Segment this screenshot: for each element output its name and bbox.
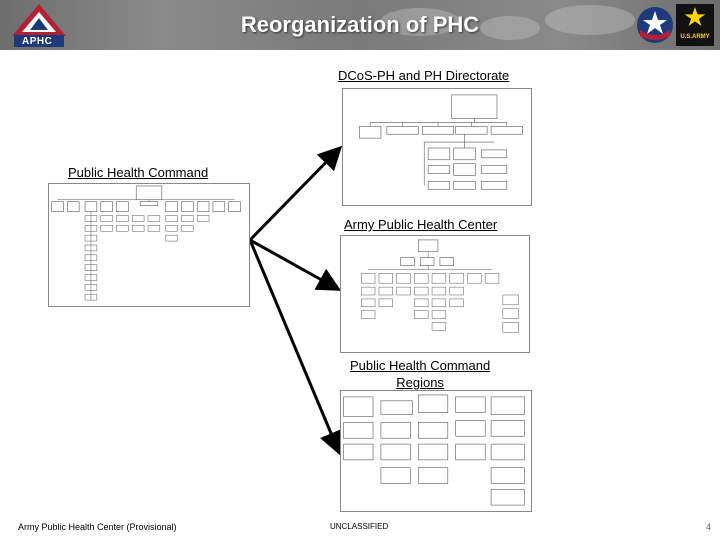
world-map-graphic [380, 5, 635, 40]
aph-label: Army Public Health Center [344, 217, 498, 232]
aph-org-chart-graphic [361, 239, 519, 333]
regions-label: Public Health Command Regions [350, 357, 491, 391]
star-badge-icon [636, 6, 674, 44]
classification-label: UNCLASSIFIED [330, 522, 389, 531]
phc-org-chart-graphic [51, 185, 241, 301]
dcos-org-chart-thumbnail [342, 88, 532, 206]
arrow-to-regions [248, 239, 343, 456]
regions-org-chart-thumbnail [340, 390, 532, 512]
phc-label: Public Health Command [68, 165, 209, 180]
dcos-org-chart-graphic [359, 94, 523, 190]
page-title: Reorganization of PHC [240, 12, 480, 37]
regions-org-chart-graphic [343, 394, 525, 506]
aphc-logo: APHC [8, 2, 70, 48]
dcos-label: DCoS-PH and PH Directorate [338, 68, 510, 83]
phc-org-chart-thumbnail [48, 183, 250, 307]
regions-label-line2: Regions [396, 375, 444, 390]
arrow-to-dcos [248, 145, 343, 242]
header-band: APHC Reorganization of PHC U.S.ARMY [0, 0, 720, 50]
page-number: 4 [706, 522, 712, 532]
footer-org-name: Army Public Health Center (Provisional) [18, 522, 177, 532]
aph-org-chart-thumbnail [340, 235, 530, 353]
army-logo-text: U.S.ARMY [680, 34, 710, 40]
army-star-logo: U.S.ARMY [676, 4, 714, 46]
arrow-to-aph [249, 238, 342, 291]
aphc-logo-text: APHC [22, 36, 53, 47]
regions-label-line1: Public Health Command [350, 358, 491, 373]
